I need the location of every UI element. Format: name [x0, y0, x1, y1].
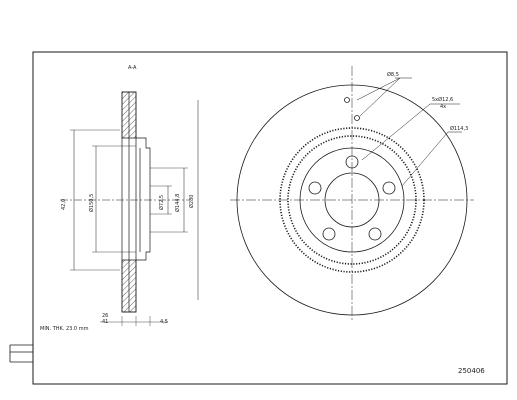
dim-edge: 4,5 [160, 319, 168, 325]
dim-hat-width: 41 [102, 319, 109, 325]
bolt-hole-2 [382, 181, 396, 195]
dim-inner-dia-1: Ø150,5 [89, 193, 95, 212]
dim-pcd: Ø114,3 [450, 126, 469, 132]
section-label: A-A [128, 65, 137, 71]
dim-inner-dia-2: Ø144,8 [175, 193, 181, 212]
section-view [60, 91, 199, 326]
dim-hub-dia: Ø72,5 [159, 194, 165, 210]
bolt-hole-5 [308, 181, 322, 195]
dim-overall-dia: Ø280 [189, 194, 195, 208]
front-view [230, 66, 474, 322]
min-thickness-note: MIN. THK. 23.0 mm [40, 326, 89, 332]
dim-hole-sub: 4x [440, 104, 447, 110]
bolt-hole-3 [368, 227, 382, 241]
drawing-frame [32, 51, 508, 385]
dim-bolt-holes: 5xØ12,6 [432, 97, 454, 103]
small-hole-top-1 [344, 97, 350, 103]
hub-hat [136, 137, 151, 261]
corner-bracket [9, 344, 33, 363]
dim-top-small: Ø8,5 [387, 72, 399, 78]
small-hole-top-2 [354, 115, 360, 121]
bolt-hole-4 [322, 227, 336, 241]
dim-height-left: 42,0 [61, 198, 67, 210]
part-number: 250406 [458, 367, 485, 375]
dim-thickness: 26 [102, 313, 109, 319]
